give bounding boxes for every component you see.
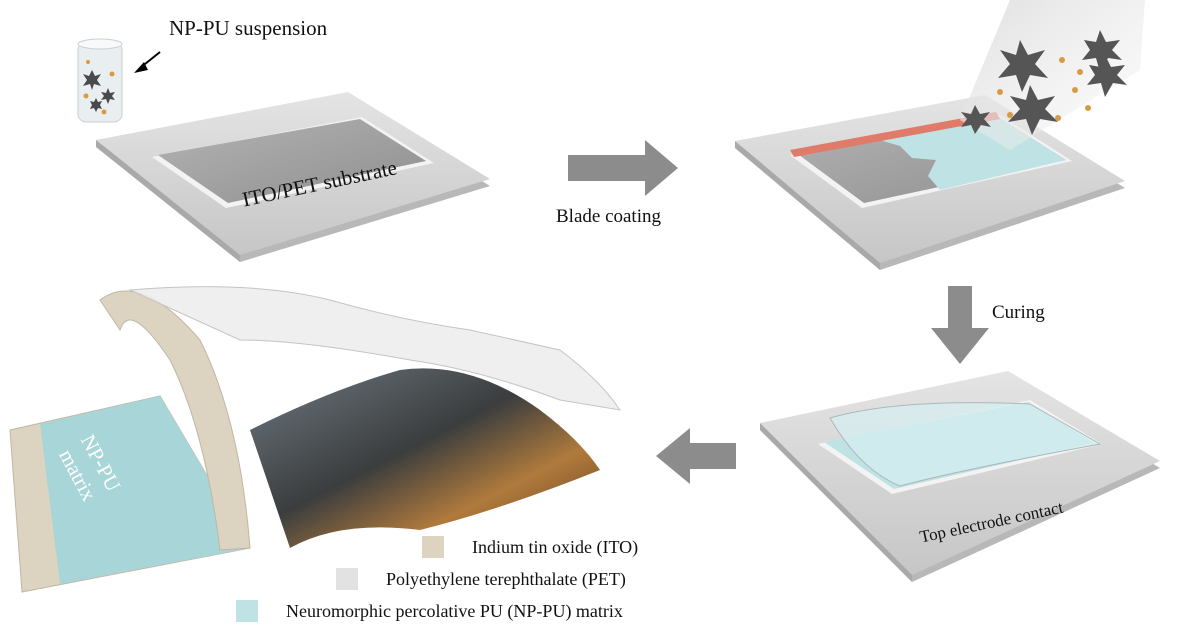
blade-coating-arrow [568, 140, 678, 196]
curing-label: Curing [992, 302, 1045, 323]
legend-swatch-pet [336, 568, 358, 590]
legend-item-matrix: Neuromorphic percolative PU (NP-PU) matr… [236, 600, 623, 622]
top-electrode-strip [790, 112, 1000, 157]
assembly-arrow [656, 428, 736, 484]
substrate-platform [96, 92, 490, 262]
legend-swatch-matrix [236, 600, 258, 622]
electrode-platform [760, 371, 1160, 582]
nanoparticles [961, 30, 1127, 135]
suspension-label: NP-PU suspension [169, 16, 328, 40]
suspension-vial [77, 38, 123, 123]
spray-cone [960, 0, 1145, 150]
scene-image [250, 368, 600, 548]
curing-arrow [931, 286, 989, 364]
legend-label-ito: Indium tin oxide (ITO) [472, 536, 639, 557]
legend-item-pet: Polyethylene terephthalate (PET) [336, 568, 626, 590]
flexible-device [9, 286, 622, 593]
blade-coating-label: Blade coating [556, 206, 661, 227]
coating-platform [735, 0, 1145, 270]
legend-label-pet: Polyethylene terephthalate (PET) [386, 568, 626, 589]
legend-label-matrix: Neuromorphic percolative PU (NP-PU) matr… [286, 600, 623, 621]
legend-item-ito: Indium tin oxide (ITO) [422, 536, 638, 558]
legend-swatch-ito [422, 536, 444, 558]
pointer-arrow [134, 51, 161, 73]
